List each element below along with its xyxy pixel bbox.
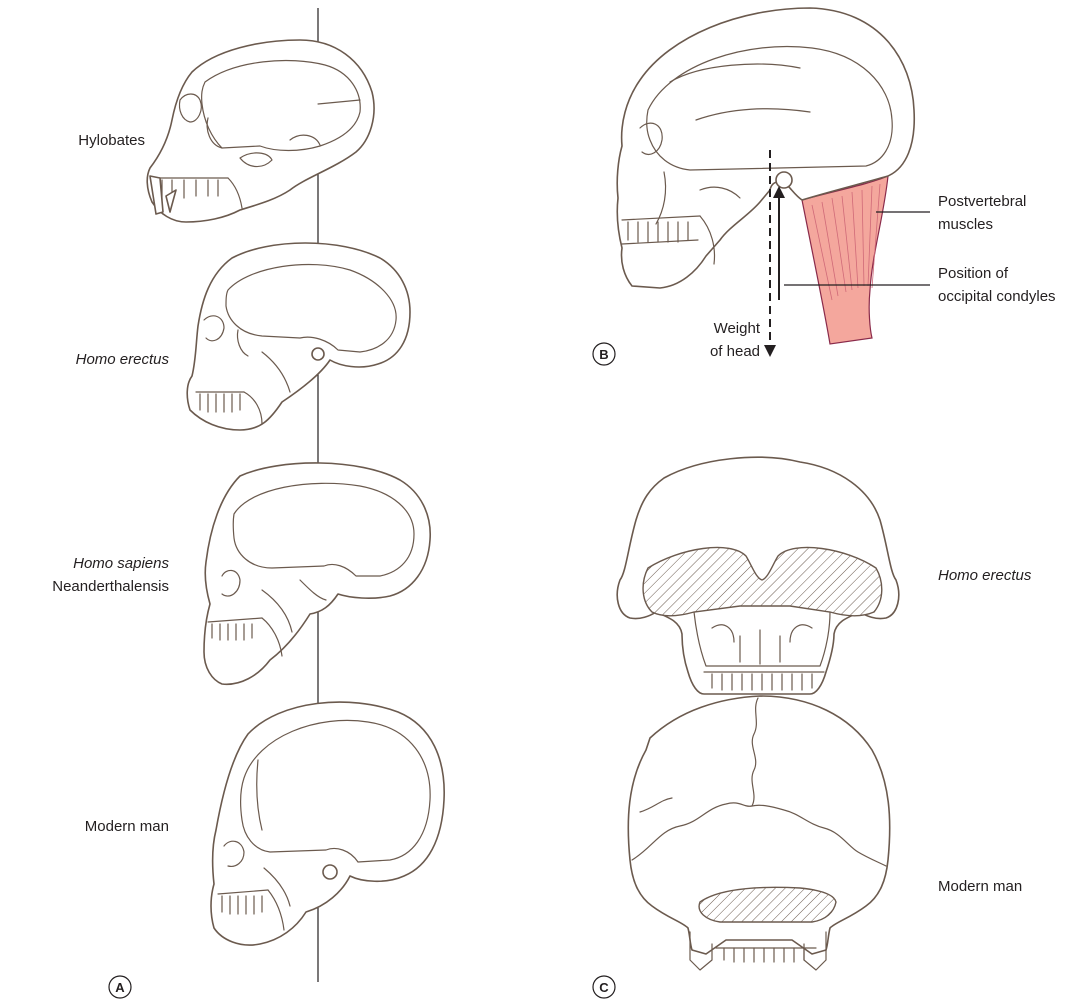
label-homo-sapiens: Homo sapiens	[73, 555, 169, 572]
svg-text:C: C	[599, 980, 609, 995]
panel-marker-b: B	[593, 343, 615, 365]
label-neanderthalensis: Neanderthalensis	[52, 578, 169, 595]
postvertebral-muscles	[802, 176, 888, 344]
label-postvertebral-1: Postvertebral	[938, 193, 1026, 210]
skull-modern-man-lateral	[211, 702, 444, 945]
label-weight-2: of head	[710, 343, 760, 360]
label-weight-1: Weight	[714, 320, 761, 337]
skull-homo-erectus-posterior	[617, 457, 899, 694]
label-modern-man-a: Modern man	[85, 818, 169, 835]
label-postvertebral-2: muscles	[938, 216, 993, 233]
svg-text:A: A	[115, 980, 125, 995]
skull-homo-erectus	[187, 243, 410, 430]
label-condyles-1: Position of	[938, 265, 1009, 282]
panel-marker-c: C	[593, 976, 615, 998]
label-condyles-2: occipital condyles	[938, 288, 1056, 305]
label-modern-man-c: Modern man	[938, 878, 1022, 895]
condyle-upward-arrow	[773, 186, 785, 300]
skull-homo-sapiens-neanderthalensis	[204, 463, 430, 684]
skull-modern-man-posterior	[628, 696, 889, 970]
svg-text:B: B	[599, 347, 608, 362]
panel-marker-a: A	[109, 976, 131, 998]
label-homo-erectus-a: Homo erectus	[76, 351, 170, 368]
label-homo-erectus-c: Homo erectus	[938, 567, 1032, 584]
label-hylobates: Hylobates	[78, 132, 145, 149]
skull-hylobates	[147, 40, 374, 222]
